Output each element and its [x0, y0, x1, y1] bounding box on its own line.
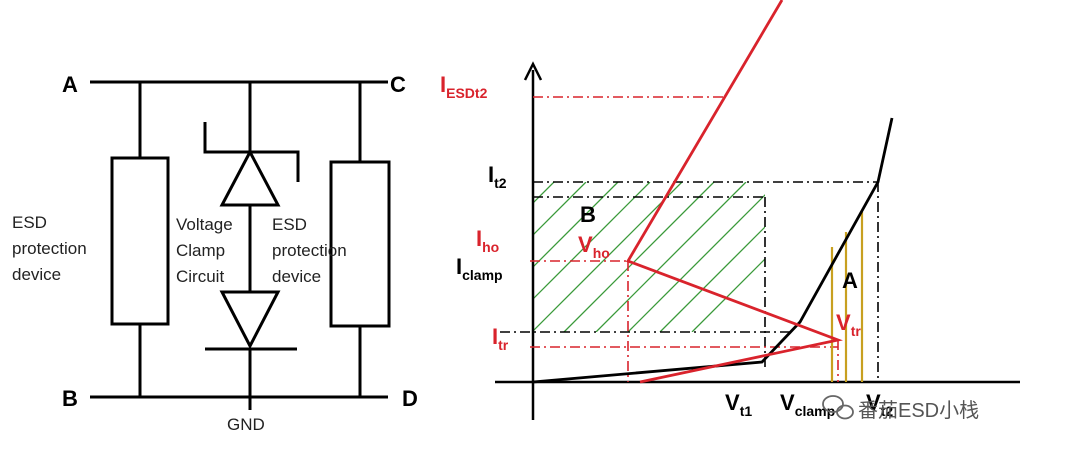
- right-device-label-1: ESD: [272, 215, 307, 234]
- left-device-label-1: ESD: [12, 213, 47, 232]
- red-iv-curve: [625, 0, 843, 384]
- black-guides: [500, 181, 879, 382]
- label-v-ho: Vho: [578, 232, 610, 261]
- node-b-label: B: [62, 386, 78, 411]
- y-axis-arrow: [523, 61, 543, 81]
- red-guides: [530, 96, 839, 382]
- circuit-schematic: [90, 80, 391, 410]
- region-b-label: B: [580, 202, 596, 227]
- region-a-window: [830, 212, 864, 382]
- left-esd-device: [110, 156, 170, 326]
- watermark: 番茄ESD小栈: [822, 395, 979, 422]
- left-device-label-2: protection: [12, 239, 87, 258]
- label-v-t1: Vt1: [725, 390, 752, 419]
- node-a-label: A: [62, 72, 78, 97]
- graph-axes: [495, 61, 1020, 420]
- label-i-tr: Itr: [492, 324, 509, 353]
- gnd-label: GND: [227, 415, 265, 434]
- label-i-t2: It2: [488, 162, 507, 191]
- diode-triangle: [219, 290, 281, 350]
- black-iv-curve: [532, 117, 894, 384]
- clamp-label-3: Circuit: [176, 267, 224, 286]
- region-b-hatch: [533, 182, 765, 332]
- label-v-tr: Vtr: [836, 310, 861, 339]
- watermark-text: 番茄ESD小栈: [858, 399, 979, 422]
- node-d-label: D: [402, 386, 418, 411]
- wechat-icon: [822, 395, 854, 420]
- node-c-label: C: [390, 72, 406, 97]
- right-device-label-3: device: [272, 267, 321, 286]
- region-a-label: A: [842, 268, 858, 293]
- right-device-label-2: protection: [272, 241, 347, 260]
- label-v-clamp: Vclamp: [780, 390, 835, 419]
- clamp-label-2: Clamp: [176, 241, 225, 260]
- label-v-t2: Vt2: [866, 390, 893, 419]
- clamp-label-1: Voltage: [176, 215, 233, 234]
- label-i-ho: Iho: [476, 226, 499, 255]
- left-device-label-3: device: [12, 265, 61, 284]
- label-i-clamp: Iclamp: [456, 254, 503, 283]
- label-i-esdt2: IESDt2: [440, 72, 488, 101]
